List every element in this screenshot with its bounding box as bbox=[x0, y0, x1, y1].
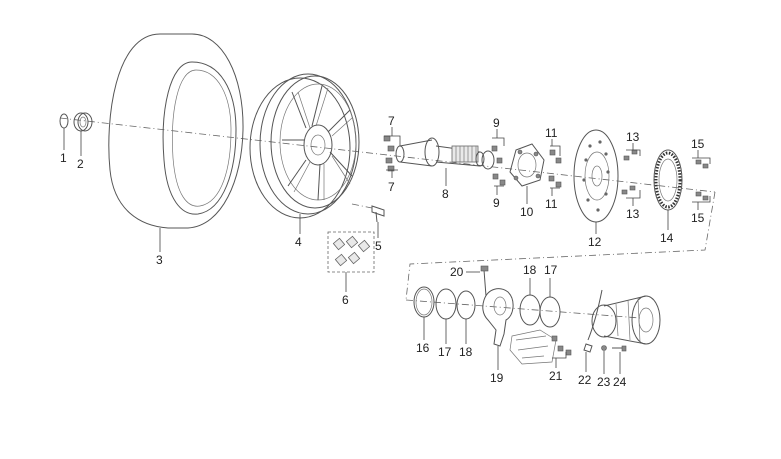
label-part-9-top: 9 bbox=[493, 116, 500, 130]
label-part-10: 10 bbox=[520, 205, 534, 219]
label-part-9-bottom: 9 bbox=[493, 196, 500, 210]
label-part-21: 21 bbox=[549, 369, 563, 383]
brake-disc-part bbox=[573, 129, 619, 223]
label-part-16: 16 bbox=[416, 341, 430, 355]
oil-seal-part bbox=[73, 112, 93, 132]
wheel-rim-part bbox=[249, 73, 360, 219]
label-part-4: 4 bbox=[295, 235, 302, 249]
axis-lines bbox=[59, 117, 716, 319]
bolt-part-7 bbox=[383, 135, 395, 172]
label-part-18-right: 18 bbox=[523, 263, 537, 277]
label-part-8: 8 bbox=[442, 187, 449, 201]
label-part-22: 22 bbox=[578, 373, 592, 387]
label-part-19: 19 bbox=[490, 371, 504, 385]
bolt-part-9 bbox=[491, 145, 506, 186]
label-part-18-left: 18 bbox=[459, 345, 473, 359]
label-part-7-top: 7 bbox=[388, 114, 395, 128]
label-part-17-left: 17 bbox=[438, 345, 452, 359]
label-part-24: 24 bbox=[613, 375, 627, 389]
label-part-12: 12 bbox=[588, 235, 602, 249]
label-part-23: 23 bbox=[597, 375, 611, 389]
hub-axle-part bbox=[395, 137, 495, 170]
circlip-part bbox=[59, 113, 69, 129]
tire-part bbox=[108, 33, 244, 229]
o-ring-part-16 bbox=[413, 286, 435, 318]
part-labels: 1 2 3 4 5 6 7 7 8 9 9 10 11 11 12 13 13 … bbox=[60, 114, 705, 389]
valve-part bbox=[351, 203, 385, 223]
label-part-3: 3 bbox=[156, 253, 163, 267]
label-part-13-top: 13 bbox=[626, 130, 640, 144]
label-part-14: 14 bbox=[660, 231, 674, 245]
lower-assembly bbox=[413, 265, 661, 365]
label-part-11-bottom: 11 bbox=[545, 197, 558, 211]
nut-part-15 bbox=[695, 159, 709, 201]
bolt-part-13 bbox=[621, 149, 638, 195]
label-part-11-top: 11 bbox=[545, 126, 558, 140]
label-part-6: 6 bbox=[342, 293, 349, 307]
label-part-15-top: 15 bbox=[691, 137, 705, 151]
label-part-7-bottom: 7 bbox=[388, 180, 395, 194]
label-part-17-right: 17 bbox=[544, 263, 558, 277]
label-part-2: 2 bbox=[77, 157, 84, 171]
label-part-13-bottom: 13 bbox=[626, 207, 640, 221]
label-part-5: 5 bbox=[375, 239, 382, 253]
balance-weights-part bbox=[327, 231, 375, 273]
sprocket-part bbox=[653, 149, 683, 211]
label-part-20: 20 bbox=[450, 265, 464, 279]
label-part-1: 1 bbox=[60, 151, 67, 165]
nut-part-11 bbox=[548, 149, 562, 188]
sprocket-carrier-part bbox=[509, 143, 545, 187]
label-part-15-bottom: 15 bbox=[691, 211, 705, 225]
leader-lines bbox=[63, 127, 711, 374]
